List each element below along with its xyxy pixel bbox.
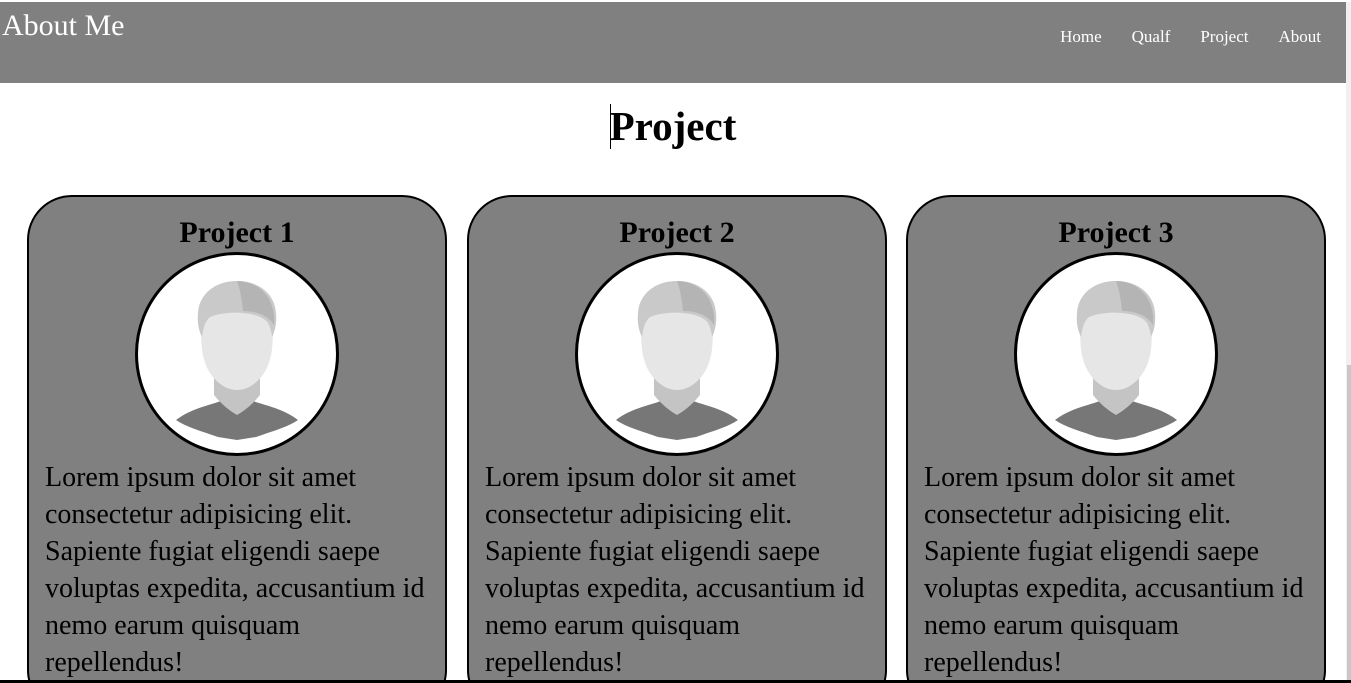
user-avatar-placeholder-icon [1014,252,1218,456]
nav-link-home[interactable]: Home [1060,27,1102,46]
nav-link-about[interactable]: About [1278,27,1322,46]
project-card-description: Lorem ipsum dolor sit amet consectetur a… [45,462,425,678]
project-card-description: Lorem ipsum dolor sit amet consectetur a… [924,462,1304,678]
user-avatar-placeholder-icon [135,252,339,456]
project-card-title: Project 2 [619,216,735,249]
project-card-1: Project 1 Lorem ipsum dolor sit amet con… [27,195,447,683]
nav-link-project[interactable]: Project [1200,27,1249,46]
text-caret [610,104,611,149]
user-avatar-placeholder-icon [575,252,779,456]
project-card-description: Lorem ipsum dolor sit amet consectetur a… [485,462,865,678]
navbar: About Me Home Qualf Project About [0,2,1346,83]
avatar-silhouette-icon [176,281,298,440]
project-card-title: Project 1 [179,216,295,249]
project-card-3: Project 3 Lorem ipsum dolor sit amet con… [906,195,1326,683]
section-title: Project [609,103,737,149]
scrollbar-track[interactable] [1346,2,1351,681]
avatar-silhouette-icon [616,281,738,440]
project-card-2: Project 2 Lorem ipsum dolor sit amet con… [467,195,887,683]
brand-title[interactable]: About Me [2,9,125,42]
top-border [0,0,1351,2]
bottom-divider [0,680,1351,683]
nav-link-qualf[interactable]: Qualf [1131,27,1171,46]
avatar-silhouette-icon [1055,281,1177,440]
scrollbar-thumb[interactable] [1347,365,1351,681]
nav-links: Home Qualf Project About [1060,26,1321,48]
project-card-title: Project 3 [1058,216,1174,249]
